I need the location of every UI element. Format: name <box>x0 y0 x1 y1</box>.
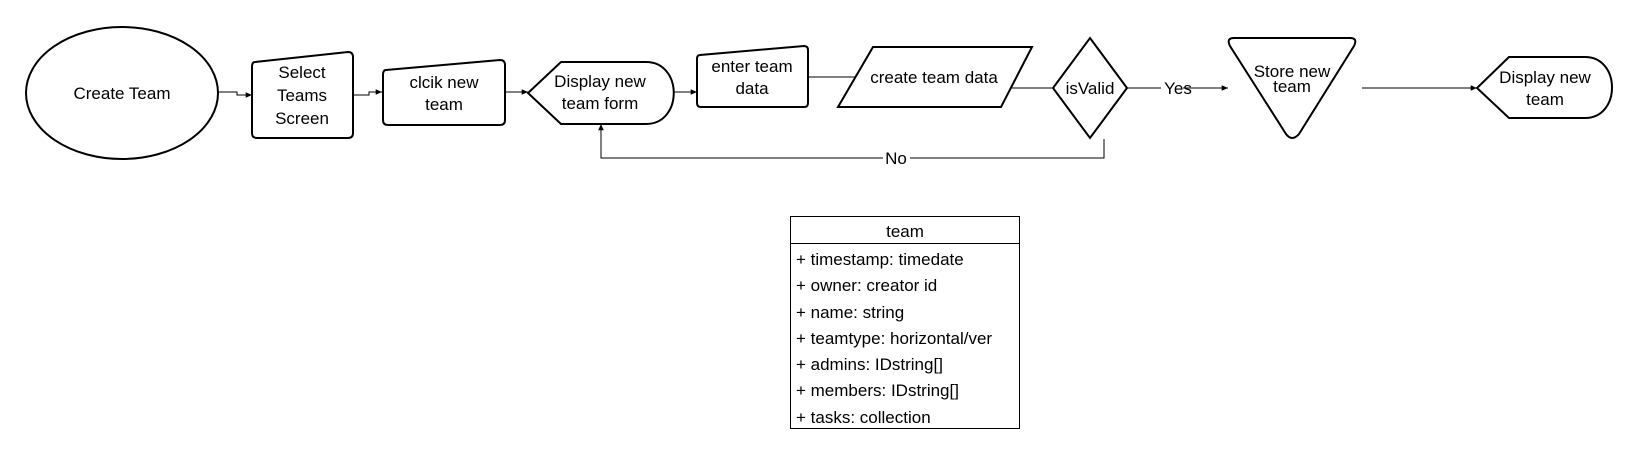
start-ellipse-shape <box>25 26 219 160</box>
manual-input-shape <box>251 50 354 139</box>
node-display-form-line-2: team form <box>562 94 639 113</box>
node-display-team-line-1: Display new <box>1499 68 1591 87</box>
merge-triangle-shape <box>1227 37 1357 139</box>
data-parallelogram-shape <box>836 46 1034 108</box>
node-display-form-line-1: Display new <box>554 72 646 91</box>
node-display-new-team: Display new team <box>1475 56 1613 119</box>
node-create-data-label: create team data <box>870 68 998 87</box>
node-select-teams-screen: Select Teams Screen <box>251 50 354 139</box>
node-select-line-2: Teams <box>277 86 327 105</box>
class-field: + teamtype: horizontal/ver <box>796 329 992 348</box>
node-store-line-2: team <box>1273 77 1311 96</box>
decision-diamond-shape <box>1051 36 1129 140</box>
node-click-line-2: team <box>425 95 463 114</box>
node-enter-line-2: data <box>735 79 769 98</box>
node-create-team: Create Team <box>25 26 219 160</box>
node-click-line-1: clcik new <box>410 73 480 92</box>
class-field: + admins: IDstring[] <box>796 355 943 374</box>
class-box-frame <box>790 216 1020 429</box>
edge-select-to-click <box>352 89 382 96</box>
manual-input-shape <box>382 58 506 126</box>
edge-create-to-select <box>217 91 252 98</box>
edge-label-no: No <box>885 149 907 168</box>
node-select-line-3: Screen <box>275 109 329 128</box>
manual-input-shape <box>696 44 809 108</box>
display-shape <box>526 61 675 125</box>
node-store-line-1: Store new <box>1254 62 1331 81</box>
team-class-box: team + timestamp: timedate + owner: crea… <box>790 216 1020 429</box>
node-create-team-data: create team data <box>836 46 1034 108</box>
class-field: + timestamp: timedate <box>796 250 964 269</box>
display-shape <box>1475 56 1613 119</box>
node-is-valid-label: isValid <box>1066 79 1115 98</box>
node-enter-team-data: enter team data <box>696 44 809 108</box>
node-create-team-label: Create Team <box>73 84 170 103</box>
node-select-line-1: Select <box>278 63 326 82</box>
edge-isvalid-no-line-right <box>910 139 1105 159</box>
node-display-new-team-form: Display new team form <box>526 61 675 125</box>
node-is-valid: isValid <box>1051 36 1129 140</box>
edges <box>217 74 1477 159</box>
node-display-team-line-2: team <box>1526 90 1564 109</box>
class-field: + name: string <box>796 303 904 322</box>
class-field: + owner: creator id <box>796 276 937 295</box>
class-field: + members: IDstring[] <box>796 381 959 400</box>
node-enter-line-1: enter team <box>711 57 792 76</box>
node-click-new-team: clcik new team <box>382 58 506 126</box>
node-store-new-team: Store new team <box>1227 37 1357 139</box>
class-field: + tasks: collection <box>796 408 931 427</box>
edge-label-yes: Yes <box>1164 79 1192 98</box>
class-title: team <box>886 222 924 241</box>
edge-isvalid-no-line-left <box>598 124 883 159</box>
